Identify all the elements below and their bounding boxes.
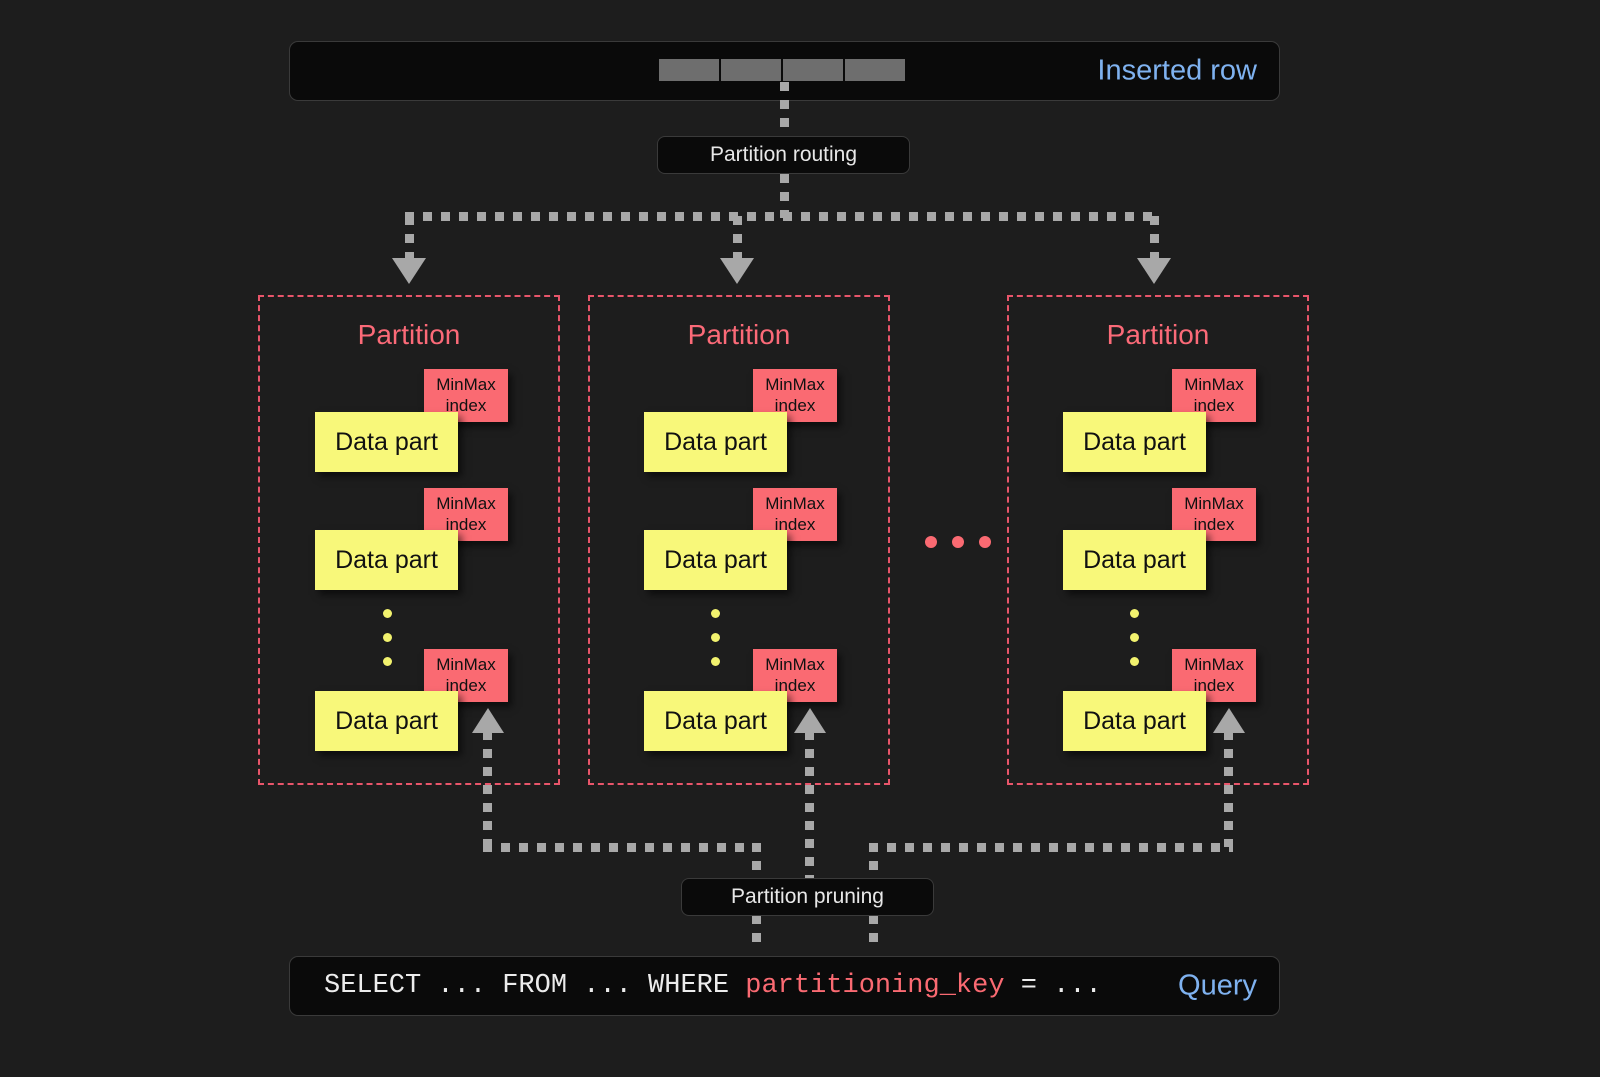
query-text: SELECT ... FROM ... WHERE partitioning_k…	[324, 971, 1102, 1001]
query-label: Query	[1178, 969, 1257, 1002]
partition-title: Partition	[357, 319, 461, 350]
partition-routing-label: Partition routing	[709, 143, 858, 166]
ellipsis-dot	[711, 609, 720, 618]
query-panel: SELECT ... FROM ... WHERE partitioning_k…	[289, 956, 1280, 1016]
data-part-box: Data part	[644, 530, 787, 590]
ellipsis-dot	[711, 657, 720, 666]
connector-pruning-up-2	[805, 731, 814, 882]
ellipsis-dot	[711, 633, 720, 642]
ellipsis-dot	[925, 536, 937, 548]
connector-pruning-up-1	[483, 731, 492, 847]
pruning-bus-left	[483, 843, 761, 852]
data-part-box: Data part	[315, 691, 458, 751]
connector-bus-to-partition-2	[733, 216, 742, 262]
data-part-label: Data part	[664, 427, 767, 456]
data-parts-ellipsis	[711, 609, 720, 681]
data-part-label: Data part	[335, 706, 438, 735]
ellipsis-dot	[952, 536, 964, 548]
arrow-into-partition-1	[392, 258, 426, 284]
arrow-into-partition-3	[1137, 258, 1171, 284]
row-cell	[845, 59, 905, 81]
row-cell	[783, 59, 843, 81]
data-part-label: Data part	[664, 706, 767, 735]
partition-box-2: Partition	[588, 295, 890, 785]
partition-box-1: Partition	[258, 295, 560, 785]
connector-row-to-routing	[780, 82, 789, 138]
data-parts-ellipsis	[1130, 609, 1139, 681]
ellipsis-dot	[1130, 633, 1139, 642]
pruning-bus-right	[869, 843, 1233, 852]
data-part-box: Data part	[1063, 691, 1206, 751]
data-part-box: Data part	[1063, 530, 1206, 590]
arrow-into-partition-2	[720, 258, 754, 284]
query-prefix: SELECT ... FROM ... WHERE	[324, 971, 746, 1001]
ellipsis-dot	[383, 633, 392, 642]
partition-routing-box: Partition routing	[657, 136, 910, 174]
data-part-label: Data part	[1083, 545, 1186, 574]
data-parts-ellipsis	[383, 609, 392, 681]
inserted-row-label: Inserted row	[1097, 54, 1257, 87]
ellipsis-dot	[1130, 609, 1139, 618]
inserted-row-cells	[659, 59, 905, 81]
data-part-box: Data part	[315, 412, 458, 472]
partition-title: Partition	[1106, 319, 1210, 350]
ellipsis-dot	[979, 536, 991, 548]
row-cell	[659, 59, 719, 81]
partition-pruning-box: Partition pruning	[681, 878, 934, 916]
partition-pruning-label: Partition pruning	[731, 885, 884, 908]
data-part-box: Data part	[644, 691, 787, 751]
query-suffix: = ...	[1004, 971, 1102, 1001]
routing-bus-horizontal	[405, 212, 1159, 221]
ellipsis-dot	[383, 609, 392, 618]
data-part-label: Data part	[335, 427, 438, 456]
data-part-box: Data part	[315, 530, 458, 590]
data-part-label: Data part	[664, 545, 767, 574]
arrow-into-partition-2-part	[794, 708, 826, 733]
partition-box-3: Partition	[1007, 295, 1309, 785]
ellipsis-dot	[383, 657, 392, 666]
arrow-into-partition-1-part	[472, 708, 504, 733]
connector-routing-to-bus	[780, 174, 789, 218]
data-part-box: Data part	[1063, 412, 1206, 472]
connector-bus-to-partition-3	[1150, 216, 1159, 262]
data-part-label: Data part	[335, 545, 438, 574]
row-cell	[721, 59, 781, 81]
partition-title: Partition	[687, 319, 791, 350]
data-part-label: Data part	[1083, 706, 1186, 735]
data-part-box: Data part	[644, 412, 787, 472]
data-part-label: Data part	[1083, 427, 1186, 456]
partitions-ellipsis	[925, 536, 991, 548]
query-keyword: partitioning_key	[745, 971, 1005, 1001]
connector-bus-to-partition-1	[405, 216, 414, 262]
ellipsis-dot	[1130, 657, 1139, 666]
connector-pruning-up-3	[1224, 731, 1233, 847]
arrow-into-partition-3-part	[1213, 708, 1245, 733]
